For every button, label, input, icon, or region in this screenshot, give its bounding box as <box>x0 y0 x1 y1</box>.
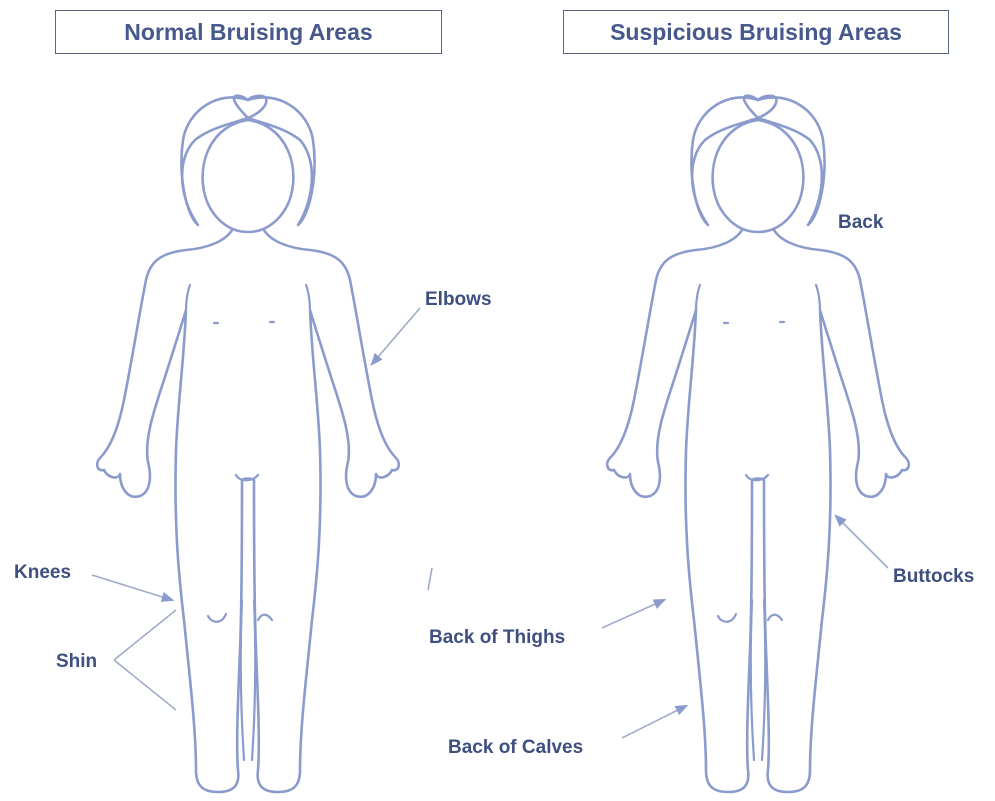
suspicious-child-figure <box>607 96 909 792</box>
back-of-thighs-arrow <box>602 600 664 628</box>
label-knees: Knees <box>14 563 71 582</box>
normal-child-figure <box>97 96 399 792</box>
knees-arrow <box>92 575 172 600</box>
label-back-of-thighs: Back of Thighs <box>429 628 565 647</box>
label-shin: Shin <box>56 652 97 671</box>
label-back-of-calves: Back of Calves <box>448 738 583 757</box>
shin-line-lower <box>114 660 176 710</box>
buttocks-arrow <box>836 516 888 568</box>
back-of-calves-arrow <box>622 706 686 738</box>
label-back: Back <box>838 213 883 232</box>
label-buttocks: Buttocks <box>893 567 974 586</box>
label-elbows: Elbows <box>425 290 492 309</box>
shin-line-upper <box>114 610 176 660</box>
elbows-arrow <box>372 308 420 364</box>
stray-mark <box>428 568 432 590</box>
